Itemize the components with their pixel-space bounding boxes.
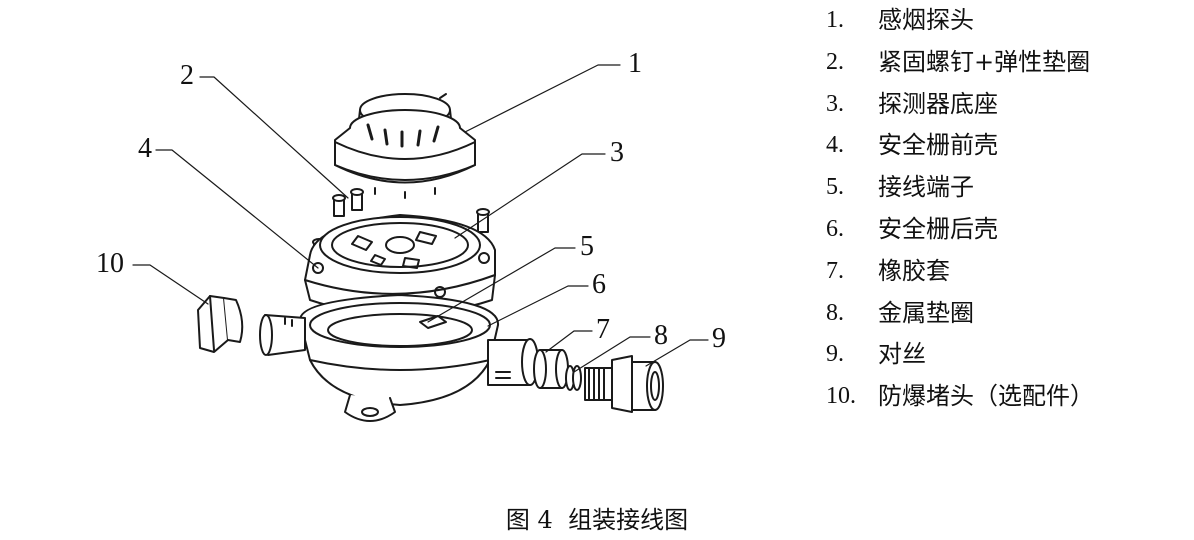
- parts-legend: 1. 感烟探头 2. 紧固螺钉+弹性垫圈 3. 探测器底座 4. 安全栅前壳 5. 接线端…: [826, 0, 1186, 418]
- callout-3: 3: [610, 137, 624, 168]
- legend-item: 6. 安全栅后壳: [826, 209, 1186, 251]
- legend-label: 感烟探头: [878, 6, 974, 34]
- legend-number: 5.: [826, 174, 844, 201]
- legend-item: 3. 探测器底座: [826, 84, 1186, 126]
- legend-label: 紧固螺钉+弹性垫圈: [878, 47, 1091, 76]
- callout-5: 5: [580, 231, 594, 262]
- exploded-assembly-diagram: [132, 64, 709, 422]
- legend-label: 安全栅前壳: [878, 131, 998, 160]
- rear-shell: [259, 294, 539, 422]
- legend-item: 7. 橡胶套: [826, 251, 1186, 293]
- detector-base-and-front-shell: [304, 214, 496, 316]
- callout-4: 4: [138, 133, 152, 164]
- callout-6: 6: [592, 269, 606, 300]
- legend-item: 10. 防爆堵头（选配件）: [826, 376, 1186, 418]
- legend-label: 金属垫圈: [878, 298, 974, 327]
- legend-number: 1.: [826, 7, 844, 33]
- legend-item: 9. 对丝: [826, 334, 1186, 376]
- callout-8: 8: [654, 320, 668, 351]
- legend-label: 橡胶套: [878, 256, 950, 285]
- legend-item: 1. 感烟探头: [826, 0, 1186, 42]
- rubber-sleeve: [533, 349, 569, 389]
- legend-item: 5. 接线端子: [826, 167, 1186, 209]
- threaded-nipple: [584, 355, 664, 413]
- legend-label: 探测器底座: [878, 89, 998, 118]
- legend-label: 防爆堵头（选配件）: [878, 382, 1094, 411]
- legend-label: 对丝: [878, 340, 926, 369]
- callout-7: 7: [596, 314, 610, 345]
- legend-number: 2.: [826, 48, 844, 75]
- legend-label: 接线端子: [878, 173, 974, 202]
- explosion-proof-plug: [197, 295, 244, 353]
- legend-number: 6.: [826, 215, 844, 242]
- wiring-terminal: [419, 315, 447, 329]
- legend-number: 3.: [826, 90, 844, 117]
- legend-item: 8. 金属垫圈: [826, 293, 1186, 335]
- smoke-detector-head: [334, 93, 476, 199]
- callout-10: 10: [96, 248, 124, 279]
- legend-number: 8.: [826, 299, 844, 326]
- legend-number: 7.: [826, 257, 844, 284]
- legend-label: 安全栅后壳: [878, 214, 998, 243]
- callout-leaders: [132, 64, 709, 373]
- legend-number: 9.: [826, 341, 844, 368]
- legend-number: 10.: [826, 383, 856, 410]
- legend-item: 2. 紧固螺钉+弹性垫圈: [826, 42, 1186, 84]
- legend-number: 4.: [826, 132, 844, 159]
- legend-item: 4. 安全栅前壳: [826, 125, 1186, 167]
- callout-1: 1: [628, 48, 642, 79]
- callout-9: 9: [712, 323, 726, 354]
- figure-caption: 图 4 组装接线图: [505, 506, 689, 534]
- callout-2: 2: [180, 60, 194, 91]
